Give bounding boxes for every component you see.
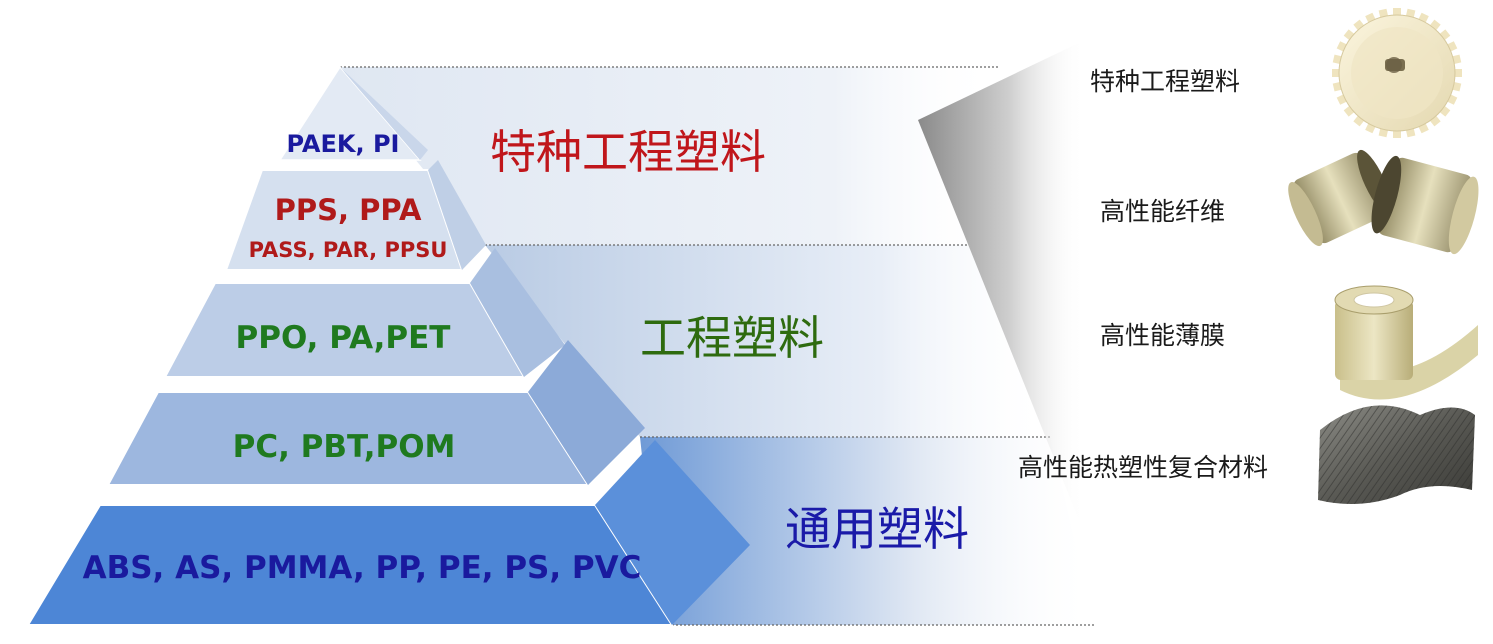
category-engineering-label: 工程塑料 bbox=[640, 311, 824, 365]
gear-icon bbox=[1332, 8, 1462, 138]
composite-sheet-icon bbox=[1318, 405, 1475, 504]
tier-general-label: ABS, AS, PMMA, PP, PE, PS, PVC bbox=[83, 550, 642, 586]
application-label-special-plastics: 特种工程塑料 bbox=[1090, 67, 1241, 96]
funnel-wedge bbox=[918, 40, 1085, 535]
tier-special-label: PPS, PPA bbox=[275, 193, 422, 227]
tier-top-label: PAEK, PI bbox=[287, 130, 400, 158]
tier-top-side bbox=[340, 67, 428, 160]
tier-special-sublabel: PASS, PAR, PPSU bbox=[249, 238, 448, 262]
tier-general-side bbox=[595, 440, 750, 625]
tier-eng-upper-side bbox=[470, 248, 565, 377]
application-label-film: 高性能薄膜 bbox=[1100, 321, 1226, 350]
tier-eng-lower-label: PC, PBT,POM bbox=[233, 429, 456, 465]
film-roll-icon bbox=[1334, 285, 1478, 400]
application-label-composite: 高性能热塑性复合材料 bbox=[1018, 453, 1269, 482]
category-general-label: 通用塑料 bbox=[785, 502, 969, 556]
fiber-spools-icon bbox=[1288, 149, 1479, 255]
tier-eng-lower-side bbox=[528, 340, 645, 485]
band-engineering bbox=[485, 245, 1050, 437]
band-special bbox=[340, 67, 998, 245]
category-special-label: 特种工程塑料 bbox=[490, 125, 766, 179]
tier-special-side bbox=[428, 160, 486, 270]
application-label-fiber: 高性能纤维 bbox=[1100, 197, 1226, 226]
band-general bbox=[640, 437, 1095, 625]
tier-eng-upper-label: PPO, PA,PET bbox=[236, 320, 451, 356]
